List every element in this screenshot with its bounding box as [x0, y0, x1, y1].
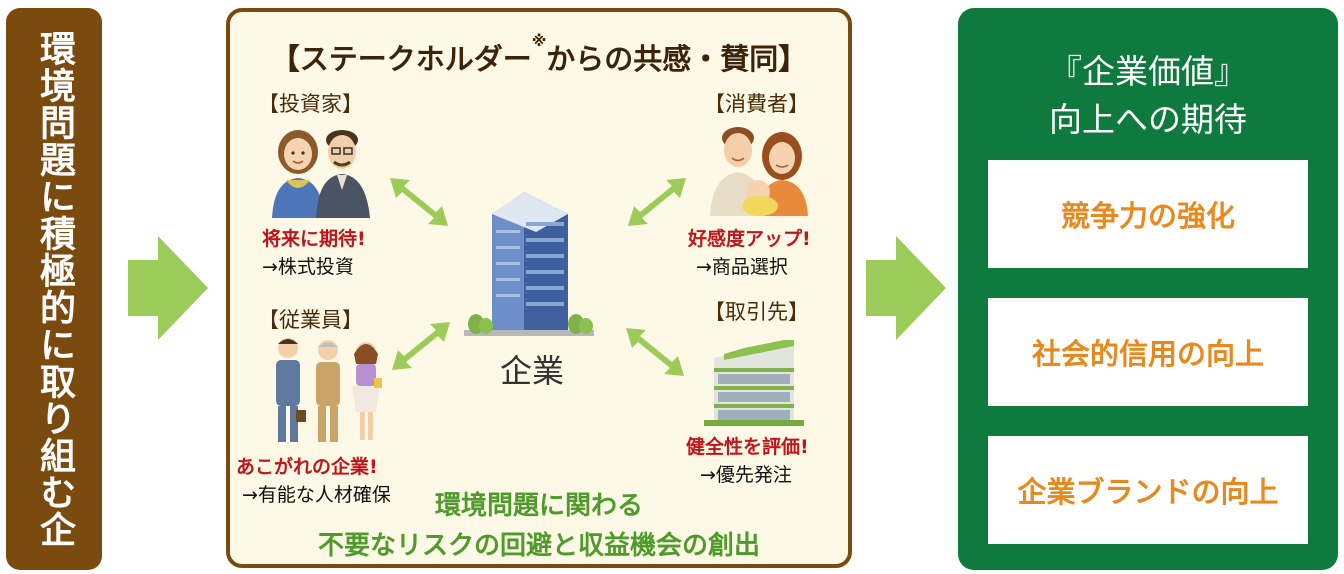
- consumer-illustration: [710, 127, 808, 216]
- partner-reaction: 健全性を評価!: [686, 436, 809, 458]
- consumer-action: →商品選択: [696, 256, 788, 278]
- investor-label: 【投資家】: [258, 92, 363, 116]
- corporate-value-title: 『企業価値』 向上への期待: [958, 48, 1338, 144]
- investor-reaction: 将来に期待!: [262, 228, 366, 250]
- stakeholder-panel: 【ステークホルダー※からの共感・賛同】 【投資家】 将来に期待! →株式投資 【…: [226, 8, 852, 568]
- partner-label: 【取引先】: [704, 300, 809, 324]
- value-box-competitiveness: 競争力の強化: [988, 160, 1308, 268]
- employee-label: 【従業員】: [258, 308, 363, 332]
- investor-illustration: [272, 130, 370, 218]
- flow-arrow-1: [128, 236, 208, 340]
- right-title-line-2: 向上への期待: [1049, 100, 1247, 139]
- corporate-value-panel: 『企業価値』 向上への期待 競争力の強化 社会的信用の向上 企業ブランドの向上: [958, 8, 1338, 570]
- risk-opportunity-text: 環境問題に関わる 不要なリスクの回避と収益機会の創出: [230, 486, 848, 566]
- employee-action: →有能な人材確保: [242, 484, 391, 506]
- left-banner: 環境問題に積極的に取り組む企業: [6, 8, 102, 570]
- double-arrow-employee: [392, 322, 450, 370]
- left-banner-text: 環境問題に積極的に取り組む企業: [34, 30, 75, 548]
- value-box-brand: 企業ブランドの向上: [988, 436, 1308, 544]
- double-arrow-investor: [390, 178, 448, 226]
- employee-illustration: [276, 338, 382, 442]
- employee-reaction: あこがれの企業!: [236, 456, 378, 478]
- value-box-social-trust: 社会的信用の向上: [988, 298, 1308, 406]
- partner-action: →優先発注: [700, 464, 792, 486]
- bottom-line-2: 不要なリスクの回避と収益機会の創出: [317, 531, 760, 561]
- bottom-line-1: 環境問題に関わる: [434, 491, 643, 521]
- consumer-reaction: 好感度アップ!: [688, 228, 811, 250]
- stakeholder-title: 【ステークホルダー※からの共感・賛同】: [270, 32, 808, 76]
- investor-action: →株式投資: [262, 256, 354, 278]
- partner-building-illustration: [704, 340, 804, 426]
- right-title-line-1: 『企業価値』: [1049, 52, 1247, 91]
- flow-arrow-2: [866, 236, 946, 340]
- double-arrow-consumer: [628, 178, 686, 226]
- double-arrow-partner: [626, 328, 684, 376]
- company-building-illustration: [464, 192, 594, 336]
- company-label: 企業: [500, 352, 565, 390]
- consumer-label: 【消費者】: [704, 92, 809, 116]
